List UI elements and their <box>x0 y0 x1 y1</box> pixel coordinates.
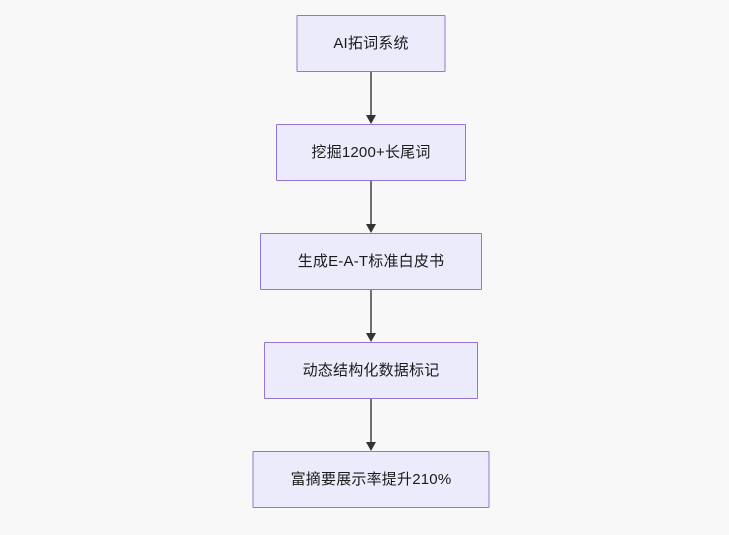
flow-node-1[interactable]: AI拓词系统 <box>296 15 446 72</box>
connector-line <box>370 181 372 225</box>
arrowhead-down-icon <box>366 333 376 342</box>
flow-connector-arrow <box>364 72 378 124</box>
flow-connector-arrow <box>364 181 378 233</box>
arrowhead-down-icon <box>366 224 376 233</box>
flow-node-4[interactable]: 动态结构化数据标记 <box>264 342 478 399</box>
flow-node-3[interactable]: 生成E-A-T标准白皮书 <box>260 233 482 290</box>
flow-node-label: 生成E-A-T标准白皮书 <box>297 252 445 270</box>
flow-node-label: 动态结构化数据标记 <box>302 361 440 379</box>
flow-node-label: AI拓词系统 <box>333 34 409 52</box>
flow-connector-arrow <box>364 399 378 451</box>
flow-node-2[interactable]: 挖掘1200+长尾词 <box>276 124 466 181</box>
arrowhead-down-icon <box>366 115 376 124</box>
flow-node-5[interactable]: 富摘要展示率提升210% <box>252 451 490 508</box>
connector-line <box>370 72 372 116</box>
flow-node-label: 富摘要展示率提升210% <box>290 470 452 488</box>
arrowhead-down-icon <box>366 442 376 451</box>
connector-line <box>370 399 372 443</box>
flow-connector-arrow <box>364 290 378 342</box>
flow-node-label: 挖掘1200+长尾词 <box>311 143 431 161</box>
connector-line <box>370 290 372 334</box>
